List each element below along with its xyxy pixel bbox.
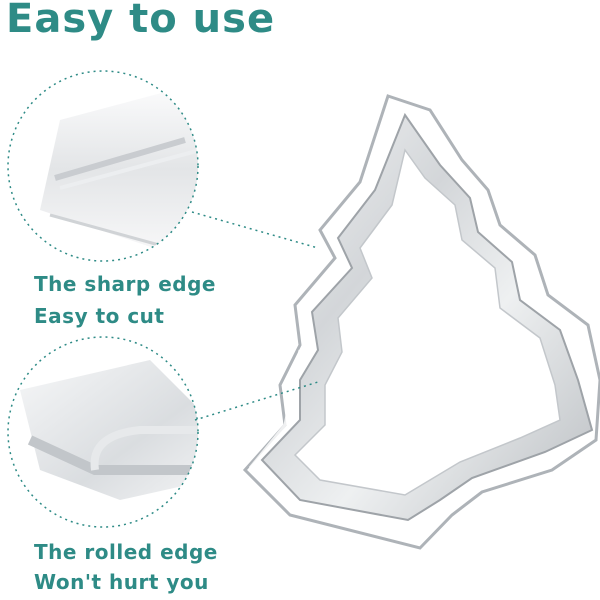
cutter-outer-wall: [242, 94, 600, 550]
rolled-edge-zoom: [7, 336, 199, 528]
cutter-hollow: [293, 148, 561, 496]
leader-line-sharp: [191, 211, 319, 249]
rolled-edge-description: Won't hurt you: [34, 570, 209, 594]
sharp-edge-zoom: [7, 70, 199, 262]
sharp-edge-description: Easy to cut: [34, 304, 165, 328]
page-title: Easy to use: [6, 0, 276, 42]
sharp-edge-title: The sharp edge: [34, 272, 216, 296]
tree-cookie-cutter: [242, 94, 600, 550]
rolled-edge-title: The rolled edge: [34, 540, 218, 564]
